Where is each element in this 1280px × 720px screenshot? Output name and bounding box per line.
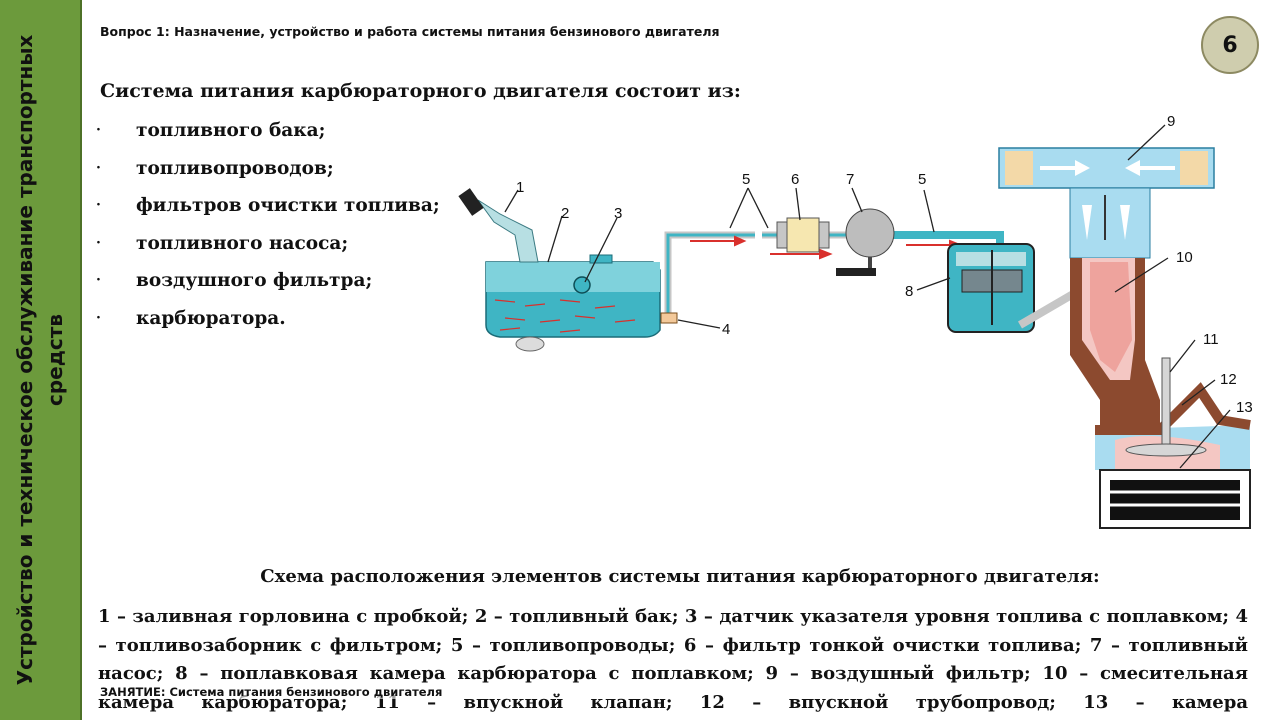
- fuel-tank: [485, 254, 678, 352]
- label-5a: 5: [742, 171, 750, 188]
- fuel-pump: [836, 208, 895, 276]
- callout-labels: 1 2 3 4 5 6 7 5 8 9 10 11 12 13: [516, 113, 1253, 416]
- filler-neck: [477, 199, 539, 263]
- label-11: 11: [1203, 331, 1219, 348]
- label-12: 12: [1220, 371, 1237, 388]
- bullet: ·: [96, 122, 101, 138]
- label-13: 13: [1236, 399, 1253, 416]
- sidebar: Устройство и техническое обслуживание тр…: [0, 0, 82, 720]
- components-list: · топливного бака; · топливопроводов; · фил…: [96, 112, 440, 337]
- list-item: · карбюратора.: [96, 300, 440, 338]
- bullet: ·: [96, 272, 101, 288]
- list-item: · топливопроводов;: [96, 150, 440, 188]
- caption-title: Схема расположения элементов системы пит…: [260, 566, 1100, 587]
- float-chamber: [947, 243, 1083, 333]
- list-item-text: фильтров очистки топлива;: [136, 195, 440, 216]
- bullet: ·: [96, 234, 101, 251]
- list-item: · фильтров очистки топлива;: [96, 187, 440, 225]
- bullet: ·: [96, 309, 101, 326]
- label-1: 1: [516, 179, 524, 196]
- label-4: 4: [722, 321, 730, 338]
- air-filter: [998, 147, 1215, 189]
- list-item: · топливного насоса;: [96, 225, 440, 263]
- label-10: 10: [1176, 249, 1193, 266]
- page-number-badge: 6: [1201, 16, 1259, 74]
- caption-legend: 1 – заливная горловина с пробкой; 2 – то…: [98, 606, 1248, 713]
- list-item: · воздушного фильтра;: [96, 262, 440, 300]
- bullet: ·: [96, 159, 101, 176]
- fuel-line-1: [664, 231, 755, 318]
- label-7: 7: [846, 171, 854, 188]
- label-5b: 5: [918, 171, 926, 188]
- label-8: 8: [905, 283, 913, 300]
- list-item-text: воздушного фильтра;: [136, 270, 373, 291]
- bullet: ·: [96, 197, 101, 213]
- label-2: 2: [561, 205, 569, 222]
- list-item-text: карбюратора.: [136, 307, 286, 329]
- label-3: 3: [614, 205, 622, 222]
- question-header: Вопрос 1: Назначение, устройство и работ…: [100, 24, 720, 39]
- cylinder-head: [1095, 357, 1251, 529]
- label-6: 6: [791, 171, 799, 188]
- label-9: 9: [1167, 113, 1175, 130]
- sidebar-title: Устройство и техническое обслуживание тр…: [13, 34, 67, 686]
- flow-arrows: [690, 235, 963, 260]
- list-item-text: топливного бака;: [136, 120, 326, 141]
- lesson-footer: ЗАНЯТИЕ: Система питания бензинового дви…: [100, 685, 443, 699]
- fuel-system-diagram: 1 2 3 4 5 6 7 5 8 9 10 11 12 13: [458, 113, 1253, 529]
- leader-lines: [504, 124, 1231, 469]
- fine-filter: [776, 217, 830, 253]
- list-item: · топливного бака;: [96, 112, 440, 150]
- list-item-text: топливного насоса;: [136, 232, 349, 254]
- intro-heading: Система питания карбюраторного двигателя…: [100, 80, 741, 102]
- list-item-text: топливопроводов;: [136, 157, 334, 179]
- carburetor: [1069, 187, 1160, 430]
